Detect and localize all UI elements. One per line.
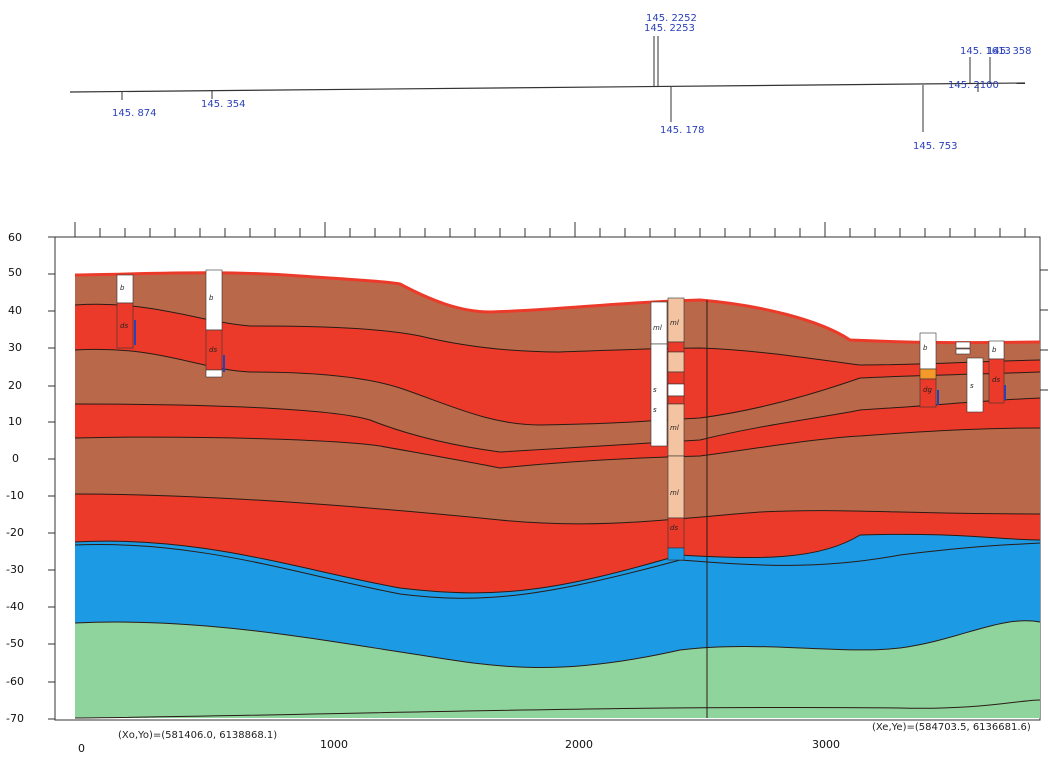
top-ruler	[55, 222, 1040, 238]
borehole-label: ml	[670, 489, 679, 497]
end-coordinate-label: (Xe,Ye)=(584703.5, 6136681.6)	[872, 722, 1031, 733]
layer-brown-middle	[75, 349, 1040, 452]
borehole-label: ml	[653, 324, 662, 332]
y-tick-label: -60	[6, 675, 24, 688]
y-tick-label: 10	[8, 415, 22, 428]
borehole-3: ml s s	[650, 301, 668, 447]
y-tick-label: 50	[8, 266, 22, 279]
borehole-label: s	[653, 386, 657, 394]
borehole-label: ds	[992, 376, 1000, 384]
y-tick-label: -20	[6, 526, 24, 539]
y-tick-label: -70	[6, 712, 24, 725]
profile-baseline	[69, 82, 1026, 93]
profile-label: 145. 1613	[960, 46, 1011, 57]
layer-brown-lower	[75, 428, 1040, 524]
y-tick-label: 20	[8, 379, 22, 392]
y-tick-label: 60	[8, 231, 22, 244]
profile-label: 145. 2100	[948, 80, 999, 91]
borehole-label: ds	[120, 322, 128, 330]
y-tick-label: -30	[6, 563, 24, 576]
profile-label: 145. 178	[660, 125, 705, 136]
borehole-6: s	[955, 341, 984, 413]
layer-red-middle	[75, 398, 1040, 468]
borehole-label: b	[992, 346, 997, 354]
y-tick-label: -50	[6, 637, 24, 650]
borehole-label: s	[970, 382, 974, 390]
y-tick-label: 0	[12, 452, 19, 465]
borehole-5: b dg	[919, 332, 939, 408]
profile-label: 145. 874	[112, 108, 157, 119]
layer-green-base	[75, 620, 1040, 718]
borehole-1: b ds	[116, 274, 136, 349]
layer-red-upper	[75, 304, 1040, 425]
x-tick-label: 0	[78, 742, 85, 755]
x-tick-label: 3000	[812, 738, 840, 751]
borehole-label: ds	[670, 524, 678, 532]
borehole-7: b ds	[988, 340, 1006, 404]
layer-red-rim	[74, 271, 1041, 345]
borehole-2: b ds	[205, 269, 225, 378]
profile-label: 145. 358	[987, 46, 1032, 57]
layer-blue	[75, 534, 1040, 668]
y-axis: 60 50 40 30 20 10 0 -10 -20 -30 -40 -50 …	[6, 231, 24, 725]
borehole-label: ml	[670, 424, 679, 432]
start-coordinate-label: (Xo,Yo)=(581406.0, 6138868.1)	[118, 730, 277, 741]
borehole-label: ml	[670, 319, 679, 327]
borehole-label: b	[209, 294, 214, 302]
y-tick-label: -40	[6, 600, 24, 613]
boundary-lines	[74, 300, 1041, 719]
borehole-label: ds	[209, 346, 217, 354]
profile-label: 145. 2252	[646, 13, 697, 24]
layer-brown-upper	[75, 272, 1040, 365]
y-axis-ticks	[48, 236, 1048, 720]
borehole-label: s	[653, 406, 657, 414]
profile-label: 145. 354	[201, 99, 246, 110]
y-tick-label: 40	[8, 304, 22, 317]
borehole-label: dg	[923, 386, 932, 394]
x-tick-label: 1000	[320, 738, 348, 751]
x-axis: 0 1000 2000 3000 (Xo,Yo)=(581406.0, 6138…	[78, 722, 1031, 755]
borehole-label: b	[120, 284, 125, 292]
x-tick-label: 2000	[565, 738, 593, 751]
borehole-4: ml ml ml ds	[667, 297, 685, 561]
profile-label: 145. 753	[913, 141, 958, 152]
profile-line-group: 145. 874 145. 354 145. 2252 145. 2253 14…	[69, 13, 1032, 152]
borehole-label: b	[923, 344, 928, 352]
y-tick-label: 30	[8, 341, 22, 354]
y-tick-label: -10	[6, 489, 24, 502]
boreholes: b ds b ds ml s s	[116, 269, 1006, 561]
layers	[74, 271, 1041, 718]
layer-red-lower	[75, 494, 1040, 593]
profile-label: 145. 2253	[644, 23, 695, 34]
